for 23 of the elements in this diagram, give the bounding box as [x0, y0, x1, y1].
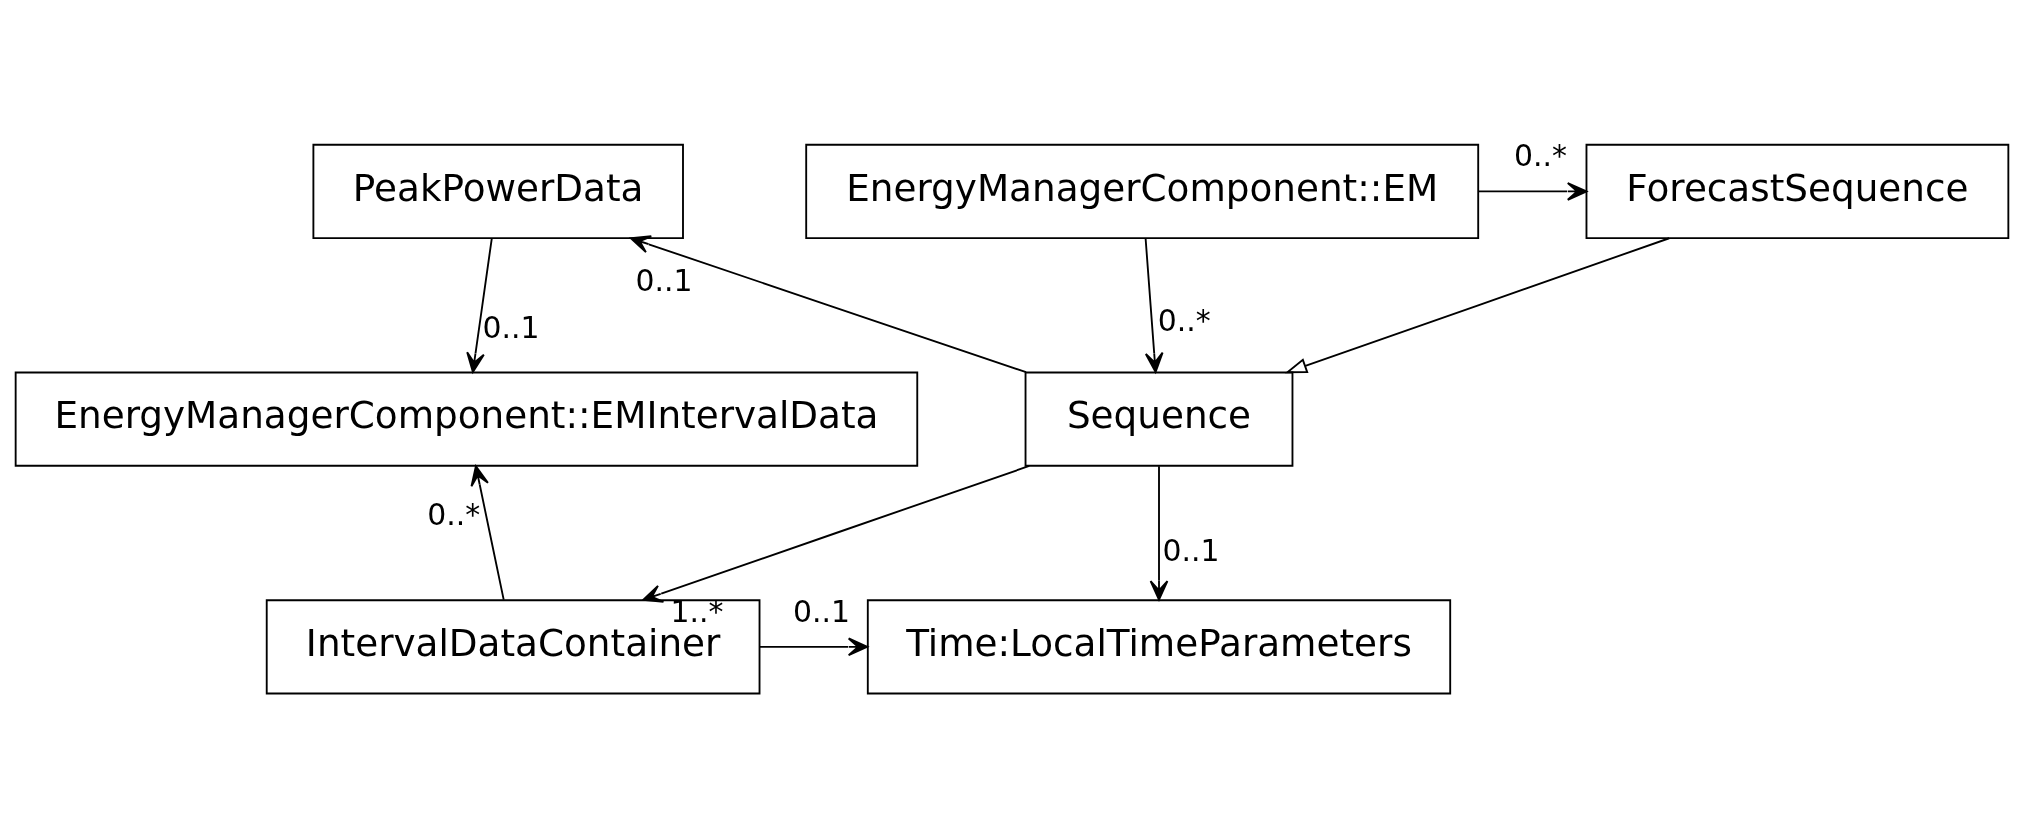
edge-label: 0..1 [635, 262, 693, 298]
arrow [1149, 465, 1169, 601]
arrow [642, 465, 1031, 603]
arrow [1284, 237, 1671, 374]
arrow [629, 235, 1027, 374]
node-box: ForecastSequence [1585, 143, 2010, 239]
arrow [1477, 182, 1588, 201]
node-box: Time:LocalTimeParameters [866, 599, 1452, 695]
edge-label: 0..* [1514, 138, 1568, 174]
edge-label: 1..* [670, 594, 724, 630]
arrow [758, 637, 869, 657]
edge-label: 0..* [1157, 302, 1211, 338]
node-box: PeakPowerData [312, 143, 684, 239]
node-box: EnergyManagerComponent::EM [805, 143, 1480, 239]
edge-label: 0..1 [792, 593, 850, 629]
edge-label: 0..1 [482, 310, 540, 346]
arrow [470, 465, 505, 601]
arrow [466, 237, 493, 373]
arrow [1144, 237, 1164, 373]
node-box: Sequence [1024, 371, 1294, 467]
edge-label: 0..1 [1162, 532, 1220, 568]
node-box: EnergyManagerComponent::EMIntervalData [14, 371, 919, 467]
edge-label: 0..* [427, 496, 481, 532]
